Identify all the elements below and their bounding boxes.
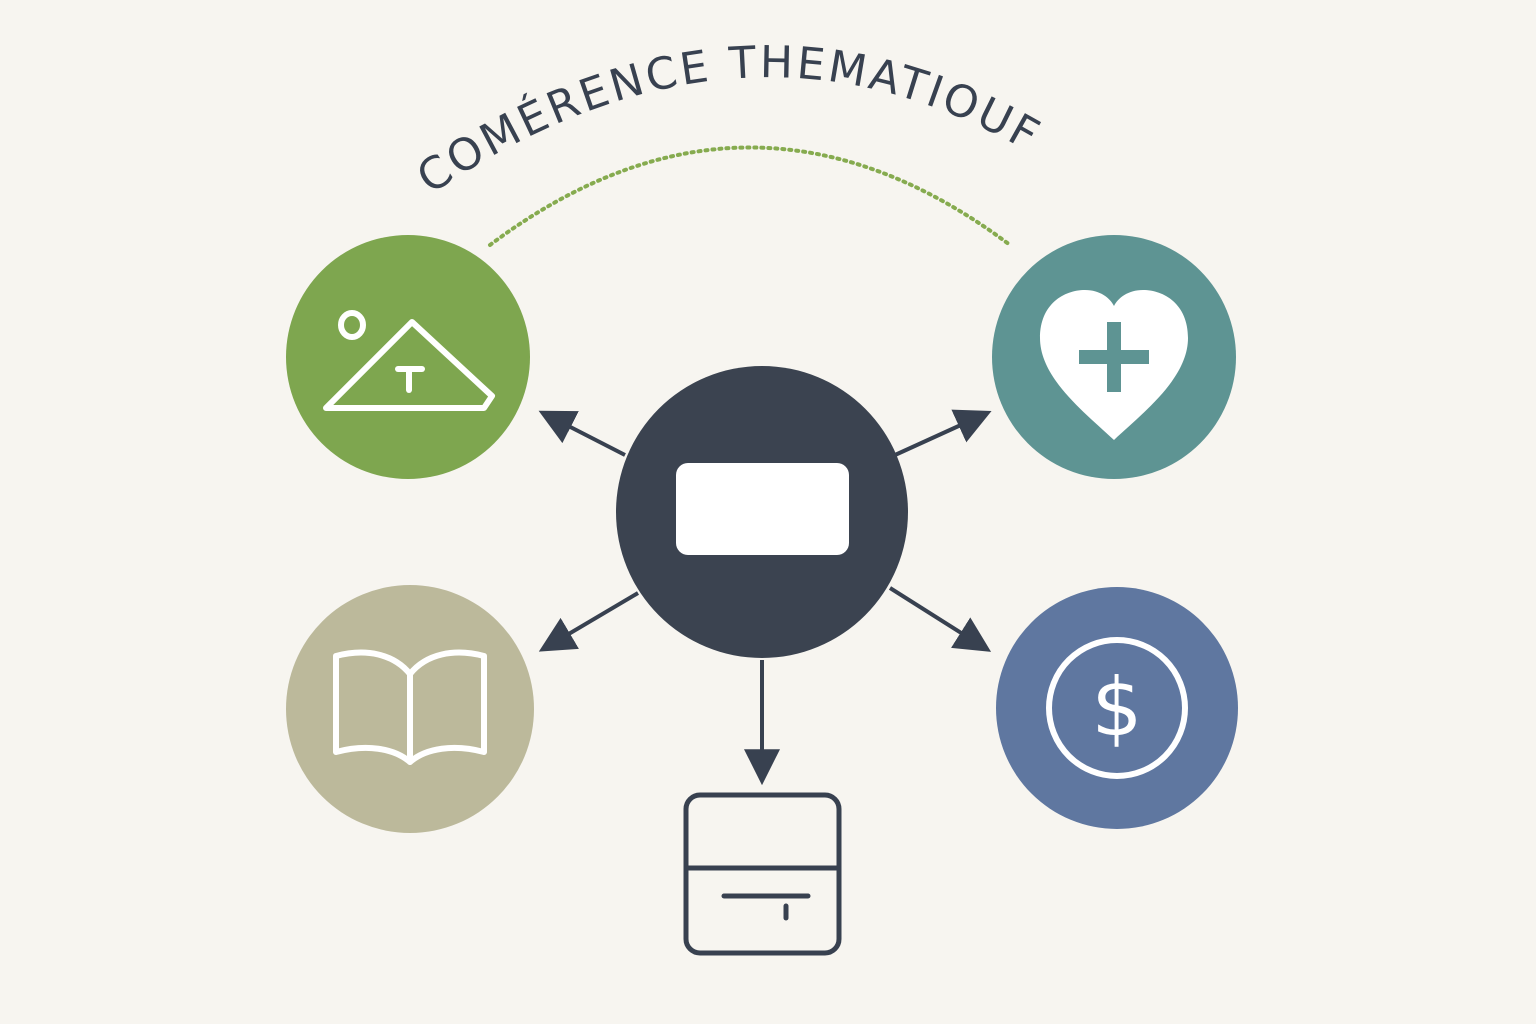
coin-ring [1046, 637, 1188, 779]
storage-node [683, 792, 842, 956]
finance-circle [996, 587, 1238, 829]
diagram-title: COMÉRENCE THEMATIOUF [408, 37, 1050, 204]
arrow-to-education [538, 591, 640, 652]
health-node [992, 235, 1236, 479]
dollar-coin-icon: $ [1092, 661, 1143, 754]
connector-arrows [538, 409, 992, 786]
plus-icon [1079, 322, 1149, 392]
center-node [616, 366, 908, 658]
diagram-title-path: COMÉRENCE THEMATIOUF [408, 37, 1047, 204]
nature-circle [286, 235, 530, 479]
arrow-to-health [894, 409, 992, 457]
mountain-icon [323, 310, 495, 411]
drawer-box-icon [683, 792, 842, 956]
finance-node: $ [996, 587, 1238, 829]
connector-arc [488, 145, 1012, 247]
open-book-icon [333, 649, 487, 765]
nature-node [286, 235, 530, 479]
arrow-to-nature [538, 410, 626, 457]
arrow-to-finance [888, 586, 992, 652]
education-node [286, 585, 534, 833]
rectangle-icon [676, 463, 849, 555]
